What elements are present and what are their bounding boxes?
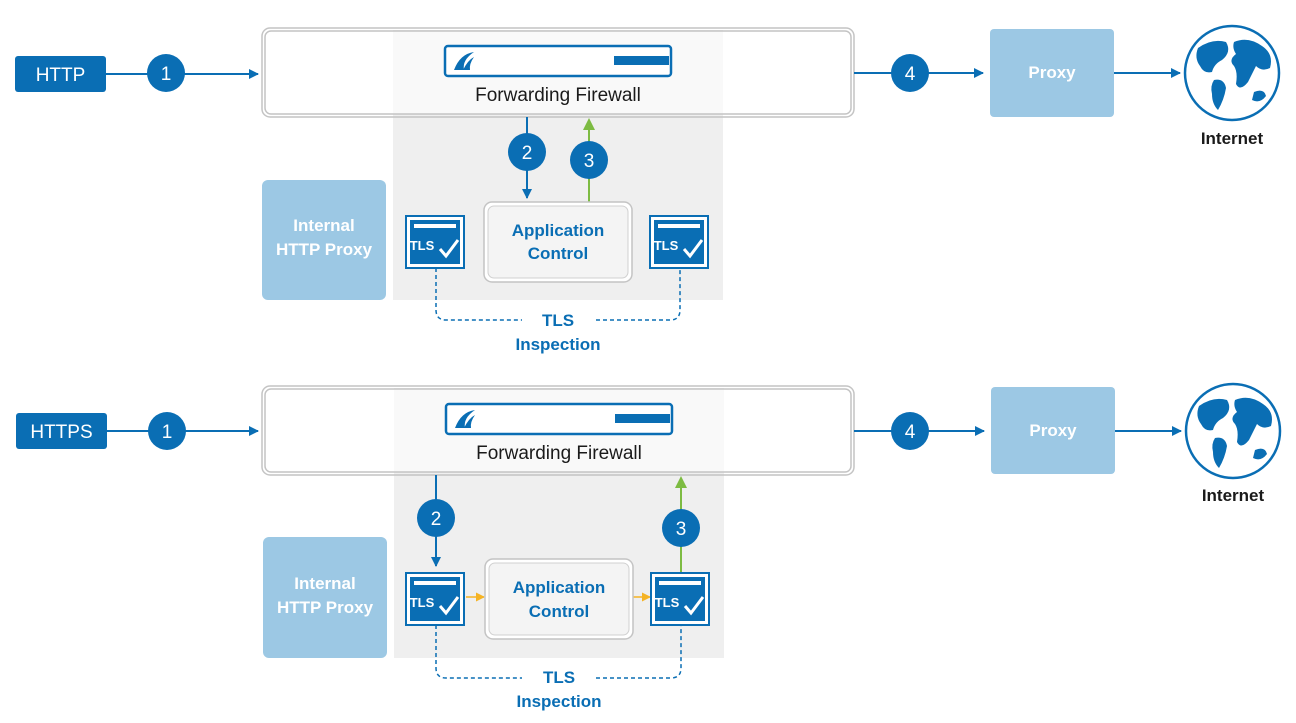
tls-left-icon: TLS: [405, 215, 465, 269]
svg-text:Internal: Internal: [293, 216, 354, 235]
firewall-appliance-icon: [443, 44, 673, 78]
svg-text:TLS: TLS: [410, 238, 435, 253]
firewall-label: Forwarding Firewall: [475, 85, 641, 106]
svg-text:TLS: TLS: [654, 238, 679, 253]
tls-inspection-bracket: [435, 625, 682, 679]
proxy-label: Proxy: [1028, 63, 1076, 82]
firewall-label: Forwarding Firewall: [476, 443, 642, 464]
svg-text:4: 4: [905, 422, 916, 443]
diagram-http: Forwarding Firewall HTTP 1 4 Proxy Inte: [15, 24, 1281, 354]
svg-text:Application: Application: [513, 578, 606, 597]
svg-text:Control: Control: [528, 244, 588, 263]
diagram-https: Forwarding Firewall HTTPS 1 4 Proxy Int: [16, 382, 1282, 711]
internet-label: Internet: [1201, 129, 1264, 148]
svg-text:4: 4: [905, 64, 916, 85]
tls-left-icon: TLS: [405, 572, 465, 626]
svg-text:Internal: Internal: [294, 574, 355, 593]
svg-text:Control: Control: [529, 602, 589, 621]
svg-text:1: 1: [162, 422, 173, 443]
step-2: 2: [508, 133, 546, 171]
source-label: HTTP: [36, 65, 86, 86]
source-badge: HTTP: [15, 56, 106, 92]
svg-text:Inspection: Inspection: [515, 335, 600, 354]
svg-text:TLS: TLS: [655, 595, 680, 610]
svg-text:2: 2: [522, 143, 533, 164]
step-3: 3: [662, 509, 700, 547]
proxy-label: Proxy: [1029, 421, 1077, 440]
svg-text:2: 2: [431, 509, 442, 530]
svg-text:Inspection: Inspection: [516, 692, 601, 711]
source-label: HTTPS: [30, 422, 92, 443]
svg-text:HTTP Proxy: HTTP Proxy: [276, 240, 373, 259]
svg-text:TLS: TLS: [542, 311, 574, 330]
svg-text:HTTP Proxy: HTTP Proxy: [277, 598, 374, 617]
step-4: 4: [891, 412, 929, 450]
tls-right-icon: TLS: [650, 572, 710, 626]
internal-http-proxy-box: Internal HTTP Proxy: [263, 537, 387, 658]
proxy-box: Proxy: [990, 29, 1114, 117]
globe-icon: [1183, 24, 1281, 122]
firewall-appliance-icon: [444, 402, 674, 436]
internet-label: Internet: [1202, 486, 1265, 505]
tls-right-icon: TLS: [649, 215, 709, 269]
application-control-box: Application Control: [484, 558, 634, 640]
step-1: 1: [148, 412, 186, 450]
application-control-box: Application Control: [483, 201, 633, 283]
tls-inspection-bracket: [435, 268, 681, 321]
svg-text:1: 1: [161, 64, 172, 85]
proxy-box: Proxy: [991, 387, 1115, 474]
step-1: 1: [147, 54, 185, 92]
svg-text:3: 3: [584, 151, 595, 172]
step-3: 3: [570, 141, 608, 179]
svg-text:TLS: TLS: [410, 595, 435, 610]
svg-text:Application: Application: [512, 221, 605, 240]
step-4: 4: [891, 54, 929, 92]
svg-text:TLS: TLS: [543, 668, 575, 687]
source-badge: HTTPS: [16, 413, 107, 449]
internal-http-proxy-box: Internal HTTP Proxy: [262, 180, 386, 300]
svg-text:3: 3: [676, 519, 687, 540]
globe-icon: [1184, 382, 1282, 480]
step-2: 2: [417, 499, 455, 537]
